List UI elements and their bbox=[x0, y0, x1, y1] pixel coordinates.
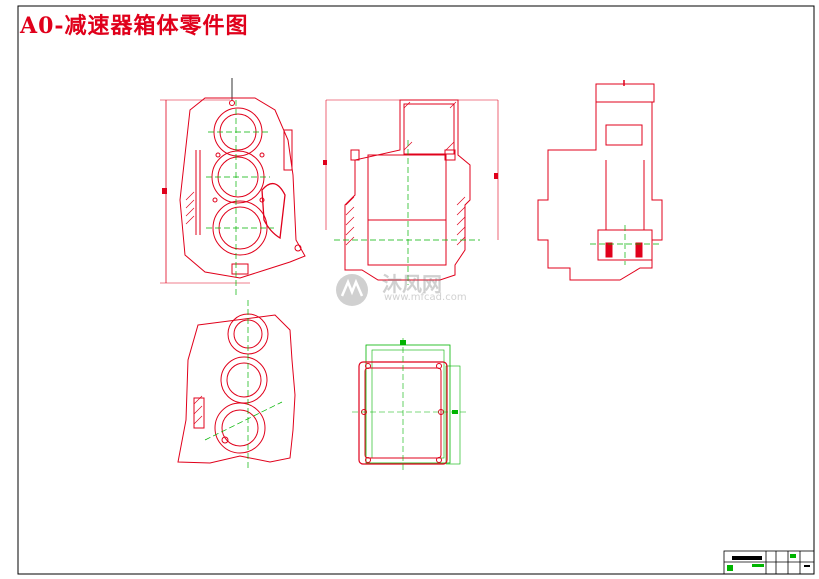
mfcad-logo-icon bbox=[336, 274, 368, 306]
plan-view bbox=[352, 338, 468, 470]
bottom-view-centerlines bbox=[204, 300, 283, 468]
watermark-brand: 沐风网 bbox=[382, 272, 442, 296]
side-view-centerlines bbox=[590, 225, 660, 265]
front-view bbox=[160, 78, 306, 284]
sheet-border bbox=[17, 5, 815, 575]
front-view-centerlines bbox=[206, 100, 274, 298]
watermark-url: www.mfcad.com bbox=[384, 292, 467, 303]
drawing-title: A0-减速器箱体零件图 bbox=[20, 13, 249, 39]
side-view bbox=[537, 80, 663, 281]
section-view-centerlines bbox=[334, 140, 480, 285]
bottom-view bbox=[177, 313, 296, 464]
title-block bbox=[723, 550, 815, 575]
section-view bbox=[323, 99, 499, 281]
